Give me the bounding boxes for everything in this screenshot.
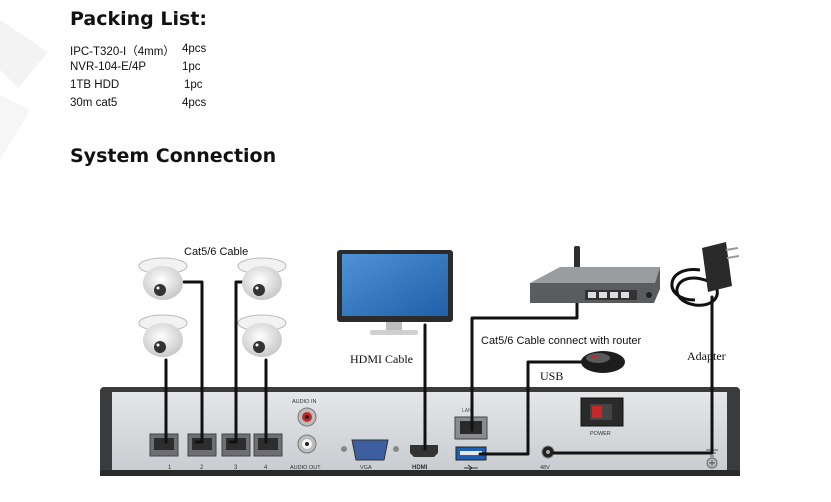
- hdmi-port: [410, 445, 438, 457]
- poe-port: [253, 433, 283, 457]
- packing-item-qty: 4pcs: [182, 43, 207, 55]
- dome-camera: [237, 257, 287, 300]
- packing-item-qty: 1pc: [184, 79, 203, 91]
- power-label: POWER: [590, 431, 611, 437]
- router-cable: [470, 298, 579, 432]
- packing-item-name: 1TB HDD: [70, 79, 120, 91]
- camera-cable: [182, 280, 204, 444]
- port-number-label: 1: [168, 465, 172, 471]
- usb-icon: [464, 464, 478, 472]
- port-number-label: 3: [234, 465, 238, 471]
- packing-item-name: NVR-104-E/4P: [70, 61, 147, 73]
- system-connection-title: System Connection: [70, 145, 277, 167]
- dc-voltage-label: 48V: [540, 465, 550, 471]
- audio-in-jack: [297, 407, 317, 427]
- port-number-label: 2: [200, 465, 204, 471]
- packing-item-name: 30m cat5: [70, 97, 118, 109]
- hdmi-cable-label: HDMI Cable: [350, 352, 413, 366]
- adapter-cable: [552, 295, 714, 455]
- hdmi-label: HDMI: [412, 465, 428, 471]
- monitor: [337, 250, 453, 335]
- vga-label: VGA: [360, 465, 372, 471]
- camera-cable: [228, 280, 246, 444]
- lan-label: LAN: [462, 408, 472, 414]
- poe-port: [149, 433, 179, 457]
- vga-port: [341, 439, 399, 461]
- audio-in-label: AUDIO IN: [292, 399, 316, 405]
- power-adapter: [702, 242, 740, 292]
- cat-cable-label: Cat5/6 Cable: [184, 246, 248, 258]
- ground-screw: [706, 457, 718, 469]
- packing-item-name: IPC-T320-I（4mm）: [70, 46, 175, 58]
- usb-mouse: [581, 351, 625, 373]
- dc-power-jack: [541, 445, 555, 459]
- usb-label: USB: [540, 369, 563, 383]
- packing-item-qty: 1pc: [182, 61, 201, 73]
- router-cable-label: Cat5/6 Cable connect with router: [481, 335, 642, 347]
- router: [530, 246, 660, 303]
- packing-item-qty: 4pcs: [182, 97, 207, 109]
- dome-camera: [138, 314, 188, 357]
- nvr-rear-panel: [100, 387, 740, 476]
- packing-list-title: Packing List:: [70, 8, 207, 30]
- power-switch: [580, 397, 624, 427]
- audio-out-label: AUDIO OUT: [290, 465, 321, 471]
- dome-camera: [138, 257, 188, 300]
- port-number-label: 4: [264, 465, 268, 471]
- dome-camera: [237, 314, 287, 357]
- audio-out-jack: [297, 434, 317, 454]
- usb-cable: [478, 360, 590, 456]
- adapter-label: Adapter: [687, 349, 726, 363]
- watermark-shape: [0, 20, 48, 160]
